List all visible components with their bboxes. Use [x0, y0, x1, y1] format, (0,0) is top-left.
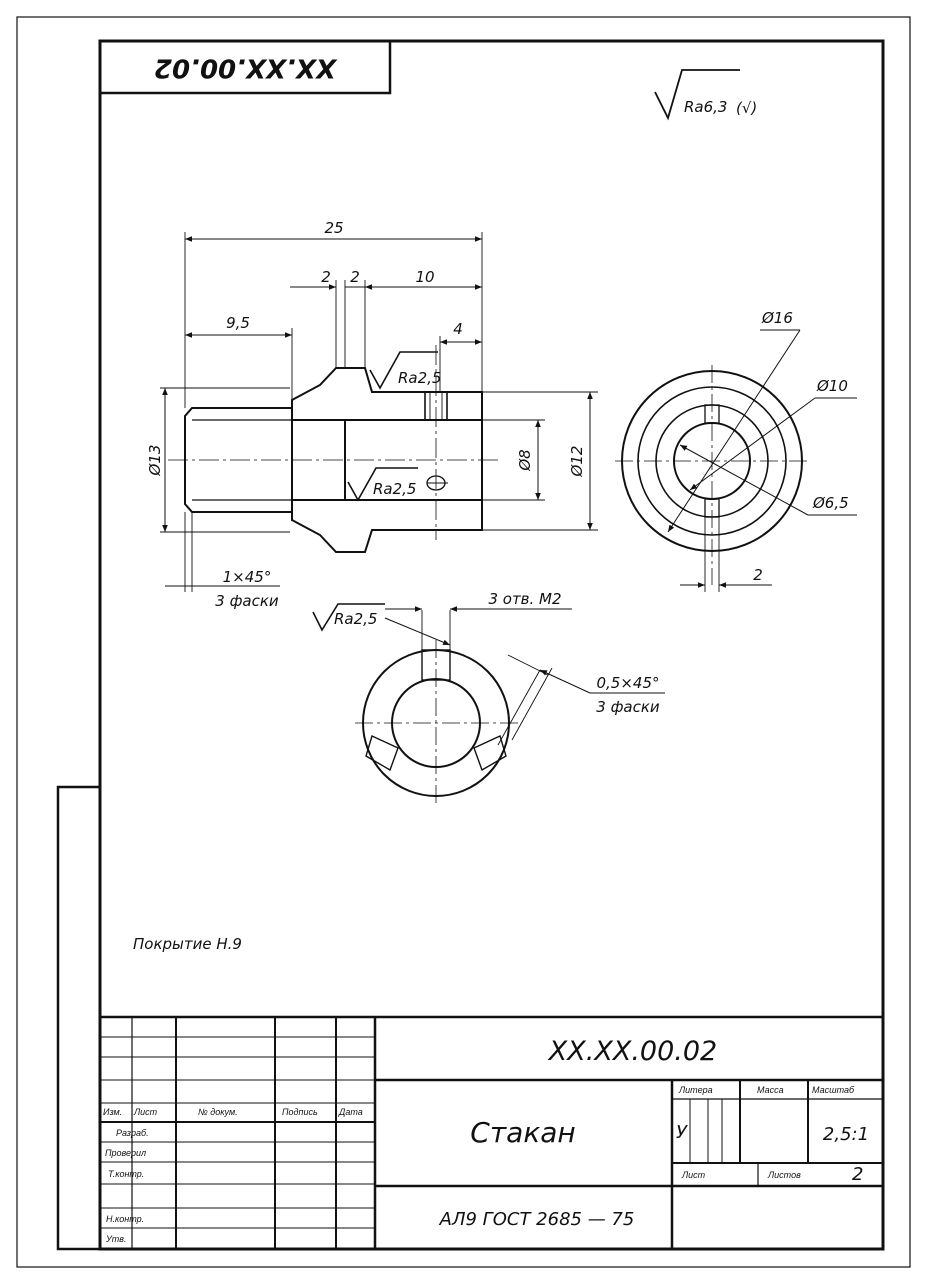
general-roughness-symbol: Ra6,3 (√) [654, 69, 757, 121]
title-code: XX.XX.00.02 [547, 1036, 717, 1067]
dim-chamfer-2-note: 3 фаски [596, 698, 660, 716]
dim-4: 4 [453, 320, 463, 338]
row-proveril: Проверил [105, 1148, 146, 1158]
main-view-dimensions: 25 2 2 10 9,5 4 Ø13 Ø8 Ø12 [146, 219, 598, 610]
roughness-label-2: Ra2,5 [373, 480, 416, 498]
sheet-label: Лист [681, 1170, 706, 1180]
left-binding-strip [56, 785, 102, 1251]
col-doc: № докум. [198, 1107, 238, 1117]
row-razrab: Разраб. [116, 1128, 149, 1138]
dim-chamfer-2: 0,5×45° [596, 674, 659, 692]
main-section-view [168, 345, 500, 553]
col-date: Дата [338, 1107, 363, 1117]
top-code-text: XX.XX.00.02 [154, 53, 338, 83]
sheets-label: Листов [767, 1170, 801, 1180]
roughness-label-3: Ra2,5 [334, 610, 377, 628]
dim-10: 10 [415, 268, 434, 286]
dim-dia-16: Ø16 [761, 309, 793, 327]
litera-label: Литера [678, 1085, 713, 1095]
part-name: Стакан [470, 1116, 575, 1149]
dim-2-b: 2 [350, 268, 360, 286]
dim-2-a: 2 [321, 268, 331, 286]
general-roughness-mark: (√) [736, 99, 757, 117]
dim-dia-6-5: Ø6,5 [812, 494, 849, 512]
cross-section-view: 3 отв. М2 Ra2,5 0,5×45° 3 фаски [312, 590, 665, 805]
sheets-value: 2 [852, 1164, 863, 1185]
row-utv: Утв. [105, 1234, 126, 1244]
dim-9-5: 9,5 [226, 314, 250, 332]
dim-chamfer-1-note: 3 фаски [215, 592, 279, 610]
row-tkontr: Т.контр. [108, 1169, 144, 1179]
dim-dia-12: Ø12 [568, 446, 586, 478]
dim-side-2: 2 [753, 566, 763, 584]
main-frame [98, 39, 885, 1251]
outer-trim-frame [16, 16, 911, 1268]
coating-note: Покрытие Н.9 [133, 935, 242, 953]
roughness-label-1: Ra2,5 [398, 369, 441, 387]
row-nkontr: Н.контр. [106, 1214, 144, 1224]
col-list: Лист [133, 1107, 158, 1117]
dim-dia-8: Ø8 [516, 449, 534, 471]
dim-chamfer-1: 1×45° [223, 568, 272, 586]
litera-value: У [676, 1122, 688, 1143]
dim-length-25: 25 [324, 219, 343, 237]
dim-holes-m2: 3 отв. М2 [488, 590, 561, 608]
masshtab-label: Масштаб [812, 1085, 855, 1095]
dim-dia-13: Ø13 [146, 445, 164, 477]
material-spec: АЛ9 ГОСТ 2685 — 75 [439, 1209, 635, 1230]
scale-value: 2,5:1 [823, 1124, 869, 1145]
general-roughness-label: Ra6,3 [684, 98, 727, 116]
massa-label: Масса [757, 1085, 784, 1095]
top-code-box [98, 39, 392, 95]
col-sign: Подпись [282, 1107, 318, 1117]
dim-dia-10: Ø10 [816, 377, 848, 395]
side-view: Ø16 Ø10 Ø6,5 2 [615, 309, 857, 592]
title-block: Изм. Лист № докум. Подпись Дата Разраб. … [98, 1015, 885, 1251]
col-izm: Изм. [103, 1107, 122, 1117]
